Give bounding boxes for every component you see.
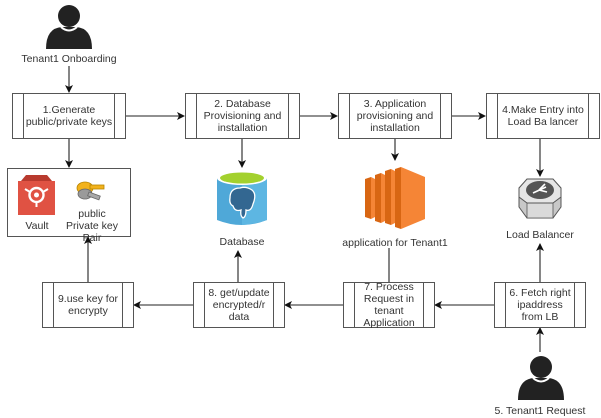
step-3-application-provisioning[interactable]: 3. Application provisioning and installa… — [338, 93, 452, 139]
step-2-label: 2. Database Provisioning and installatio… — [203, 98, 282, 134]
vault-label: Vault — [25, 220, 49, 232]
step-7-process-request[interactable]: 7. Process Request in tenant Application — [343, 281, 435, 329]
step-1-generate-keys[interactable]: 1.Generate public/private keys — [12, 93, 126, 139]
load-balancer-icon — [518, 178, 562, 219]
step-1-label: 1.Generate public/private keys — [25, 104, 113, 128]
step-2-database-provisioning[interactable]: 2. Database Provisioning and installatio… — [185, 93, 300, 139]
database-label: Database — [219, 236, 265, 248]
step-8-get-update-data[interactable]: 8. get/update encrypted/r data — [193, 282, 285, 328]
step-8-label: 8. get/update encrypted/r data — [208, 287, 270, 323]
step-3-label: 3. Application provisioning and installa… — [356, 98, 434, 134]
vault-icon — [18, 175, 55, 215]
user-icon — [46, 5, 92, 49]
step-7-label: 7. Process Request in tenant Application — [363, 281, 415, 329]
postgresql-database-icon — [217, 171, 267, 225]
actor-onboarding-label: Tenant1 Onboarding — [21, 53, 117, 65]
step-4-load-balancer-entry[interactable]: 4.Make Entry into Load Ba lancer — [486, 93, 600, 139]
user-icon — [518, 356, 564, 400]
key-icon — [76, 181, 105, 201]
step-9-label: 9.use key for encrypty — [57, 293, 119, 317]
actor-request-label: 5. Tenant1 Request — [494, 405, 586, 417]
step-6-fetch-ip[interactable]: 6. Fetch right ipaddress from LB — [494, 282, 586, 328]
ec2-instance-icon — [365, 167, 425, 229]
step-9-use-key[interactable]: 9.use key for encrypty — [42, 282, 134, 328]
step-6-label: 6. Fetch right ipaddress from LB — [509, 287, 571, 323]
keypair-label: public Private key Pair — [66, 208, 118, 244]
loadbalancer-label: Load Balancer — [506, 229, 574, 241]
application-label: application for Tenant1 — [342, 237, 448, 249]
step-4-label: 4.Make Entry into Load Ba lancer — [502, 104, 584, 128]
